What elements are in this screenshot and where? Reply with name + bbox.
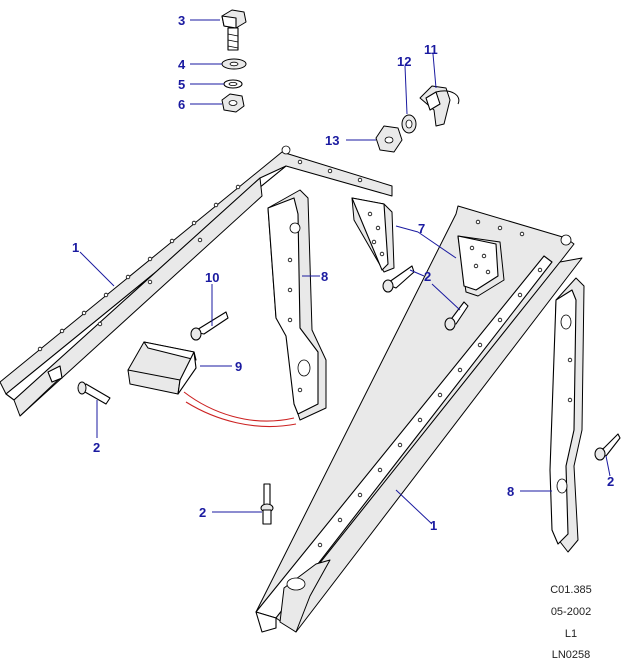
- left-upright-bracket: [267, 189, 327, 421]
- right-frame-rail: [255, 205, 583, 633]
- callout-2-center: 2: [199, 505, 206, 520]
- callout-5: 5: [178, 77, 185, 92]
- right-rail-holes: [317, 219, 543, 548]
- reference-figure: LN0258: [551, 649, 591, 661]
- spring-washer-5: [223, 79, 243, 89]
- reference-level: L1: [564, 628, 578, 640]
- callout-10: 10: [205, 270, 219, 285]
- callout-8-right: 8: [507, 484, 514, 499]
- callout-1-right: 1: [430, 518, 437, 533]
- callout-11: 11: [424, 42, 438, 57]
- washer-4: [221, 58, 247, 70]
- right-upright-bracket: [549, 277, 585, 553]
- rivet-mid-right: [444, 301, 469, 331]
- left-rail-holes: [37, 159, 363, 352]
- callout-labels: 3 4 5 6 12 11 13 1 8 7 2 10 9 2 2 1 8 2: [72, 13, 614, 533]
- callout-2-far-right: 2: [607, 474, 614, 489]
- callout-7: 7: [418, 221, 425, 236]
- left-frame-rail: [0, 145, 393, 417]
- fitting-line: [183, 391, 297, 428]
- reference-code: C01.385: [550, 584, 592, 596]
- callout-13: 13: [325, 133, 339, 148]
- nut-13: [375, 125, 403, 153]
- callout-12: 12: [397, 54, 411, 69]
- spacer-block: [127, 341, 197, 395]
- washer-12: [401, 114, 417, 134]
- wing-fastener-11: [419, 85, 460, 127]
- nut-6: [221, 93, 245, 113]
- rivet-lower-center: [260, 483, 274, 525]
- reference-date: 05-2002: [550, 606, 592, 618]
- gusset-plate-upper: [351, 197, 395, 273]
- callout-6: 6: [178, 97, 185, 112]
- gusset-plate-lower: [457, 235, 505, 297]
- callout-3: 3: [178, 13, 185, 28]
- callout-2-upper-right: 2: [424, 269, 431, 284]
- rivet-upper-right: [382, 265, 415, 293]
- bolt-3: [221, 9, 247, 51]
- pin-10: [190, 311, 229, 341]
- callout-4: 4: [178, 57, 186, 72]
- callout-2-left: 2: [93, 440, 100, 455]
- callout-8-left: 8: [321, 269, 328, 284]
- callout-1-left: 1: [72, 240, 79, 255]
- leader-lines: [79, 19, 611, 525]
- rivet-far-right: [594, 433, 621, 461]
- rivet-left: [77, 381, 111, 405]
- callout-9: 9: [235, 359, 242, 374]
